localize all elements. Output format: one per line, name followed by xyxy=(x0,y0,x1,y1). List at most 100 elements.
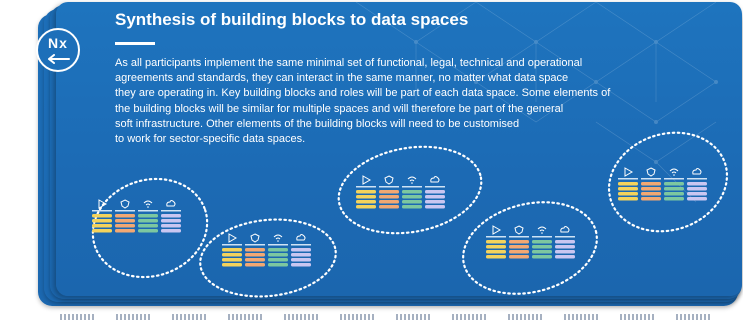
building-block-bar xyxy=(268,248,288,252)
building-block-bar xyxy=(532,245,552,249)
cloud-icon xyxy=(560,226,570,233)
block-label-line xyxy=(161,210,181,212)
building-block-bar xyxy=(618,182,638,186)
building-block-bar xyxy=(115,229,135,233)
building-block-bar xyxy=(161,224,181,228)
block-label-line xyxy=(245,244,265,246)
building-block-bar xyxy=(641,192,661,196)
block-label-line xyxy=(92,210,112,212)
building-block-bar xyxy=(402,200,422,204)
body-paragraph: As all participants implement the same m… xyxy=(115,56,715,147)
building-block-bar xyxy=(138,224,158,228)
building-block-bar xyxy=(356,200,376,204)
play-icon xyxy=(98,199,108,209)
building-block-bar xyxy=(291,258,311,262)
block-label-line xyxy=(291,244,311,246)
building-block-bar xyxy=(138,219,158,223)
building-block-bar xyxy=(291,253,311,257)
dotted-ellipse xyxy=(462,201,598,295)
building-block-bar xyxy=(115,214,135,218)
building-block-bar xyxy=(245,248,265,252)
shield-icon xyxy=(514,225,524,235)
building-block-bar xyxy=(402,195,422,199)
network-pattern xyxy=(355,2,718,203)
building-block-bar xyxy=(486,255,506,259)
building-block-bar xyxy=(222,248,242,252)
building-block-bar xyxy=(425,195,445,199)
building-block-bar xyxy=(115,219,135,223)
body-line: As all participants implement the same m… xyxy=(115,57,583,69)
building-block-bar xyxy=(532,250,552,254)
building-block-bar xyxy=(532,255,552,259)
nx-logo-badge: Nx xyxy=(36,28,80,72)
dotted-ellipse xyxy=(607,131,729,233)
building-block-bar xyxy=(115,224,135,228)
shield-icon xyxy=(120,199,130,209)
block-label-line xyxy=(664,178,684,180)
body-line: soft infrastructure. Other elements of t… xyxy=(115,117,520,130)
building-block-bar xyxy=(664,192,684,196)
building-block-bar xyxy=(268,263,288,267)
play-icon xyxy=(624,167,634,177)
logo-text: Nx xyxy=(48,35,68,51)
block-label-line xyxy=(641,178,661,180)
building-block-bar xyxy=(618,197,638,201)
building-block-bar xyxy=(92,219,112,223)
body-line: agreements and standards, they can inter… xyxy=(115,72,569,85)
play-icon xyxy=(228,233,238,243)
building-block-bar xyxy=(222,258,242,262)
building-block-bar xyxy=(509,250,529,254)
building-block-bar xyxy=(532,240,552,244)
building-block-bar xyxy=(291,263,311,267)
block-label-line xyxy=(425,186,445,188)
building-block-bar xyxy=(687,197,707,201)
cloud-icon xyxy=(166,200,176,207)
block-label-line xyxy=(555,236,575,238)
building-block-bar xyxy=(509,255,529,259)
building-block-bar xyxy=(425,205,445,209)
building-block-bar xyxy=(618,192,638,196)
wifi-icon xyxy=(669,168,679,176)
dotted-ellipse xyxy=(91,177,209,279)
shield-icon xyxy=(384,175,394,185)
building-block-bar xyxy=(555,245,575,249)
building-block-bar xyxy=(509,240,529,244)
building-block-bar xyxy=(641,182,661,186)
block-label-line xyxy=(618,178,638,180)
building-block-bar xyxy=(356,190,376,194)
building-block-bar xyxy=(356,205,376,209)
building-block-bar xyxy=(486,240,506,244)
building-block-bar xyxy=(379,205,399,209)
dotted-ellipse xyxy=(337,145,483,235)
wifi-icon xyxy=(143,200,153,208)
building-block-bar xyxy=(641,197,661,201)
building-block-bar xyxy=(268,253,288,257)
building-block-bar xyxy=(379,195,399,199)
block-label-line xyxy=(379,186,399,188)
building-block-cluster xyxy=(91,177,209,279)
building-block-bar xyxy=(555,250,575,254)
cloud-icon xyxy=(430,176,440,183)
building-block-bar xyxy=(138,229,158,233)
building-block-bar xyxy=(425,200,445,204)
building-block-cluster xyxy=(462,201,598,295)
left-arrow-icon xyxy=(48,54,70,64)
building-block-bar xyxy=(687,192,707,196)
building-block-bar xyxy=(245,258,265,262)
building-block-bar xyxy=(92,224,112,228)
building-block-bar xyxy=(245,253,265,257)
building-block-bar xyxy=(486,250,506,254)
building-block-bar xyxy=(222,253,242,257)
building-block-bar xyxy=(687,187,707,191)
play-icon xyxy=(492,225,502,235)
building-block-cluster xyxy=(199,218,337,298)
building-block-bar xyxy=(92,214,112,218)
cloud-icon xyxy=(692,168,702,175)
building-block-bar xyxy=(402,205,422,209)
building-block-bar xyxy=(291,248,311,252)
building-block-cluster xyxy=(607,131,729,233)
block-label-line xyxy=(356,186,376,188)
building-block-bar xyxy=(379,200,399,204)
building-block-bar xyxy=(664,197,684,201)
building-block-bar xyxy=(509,245,529,249)
